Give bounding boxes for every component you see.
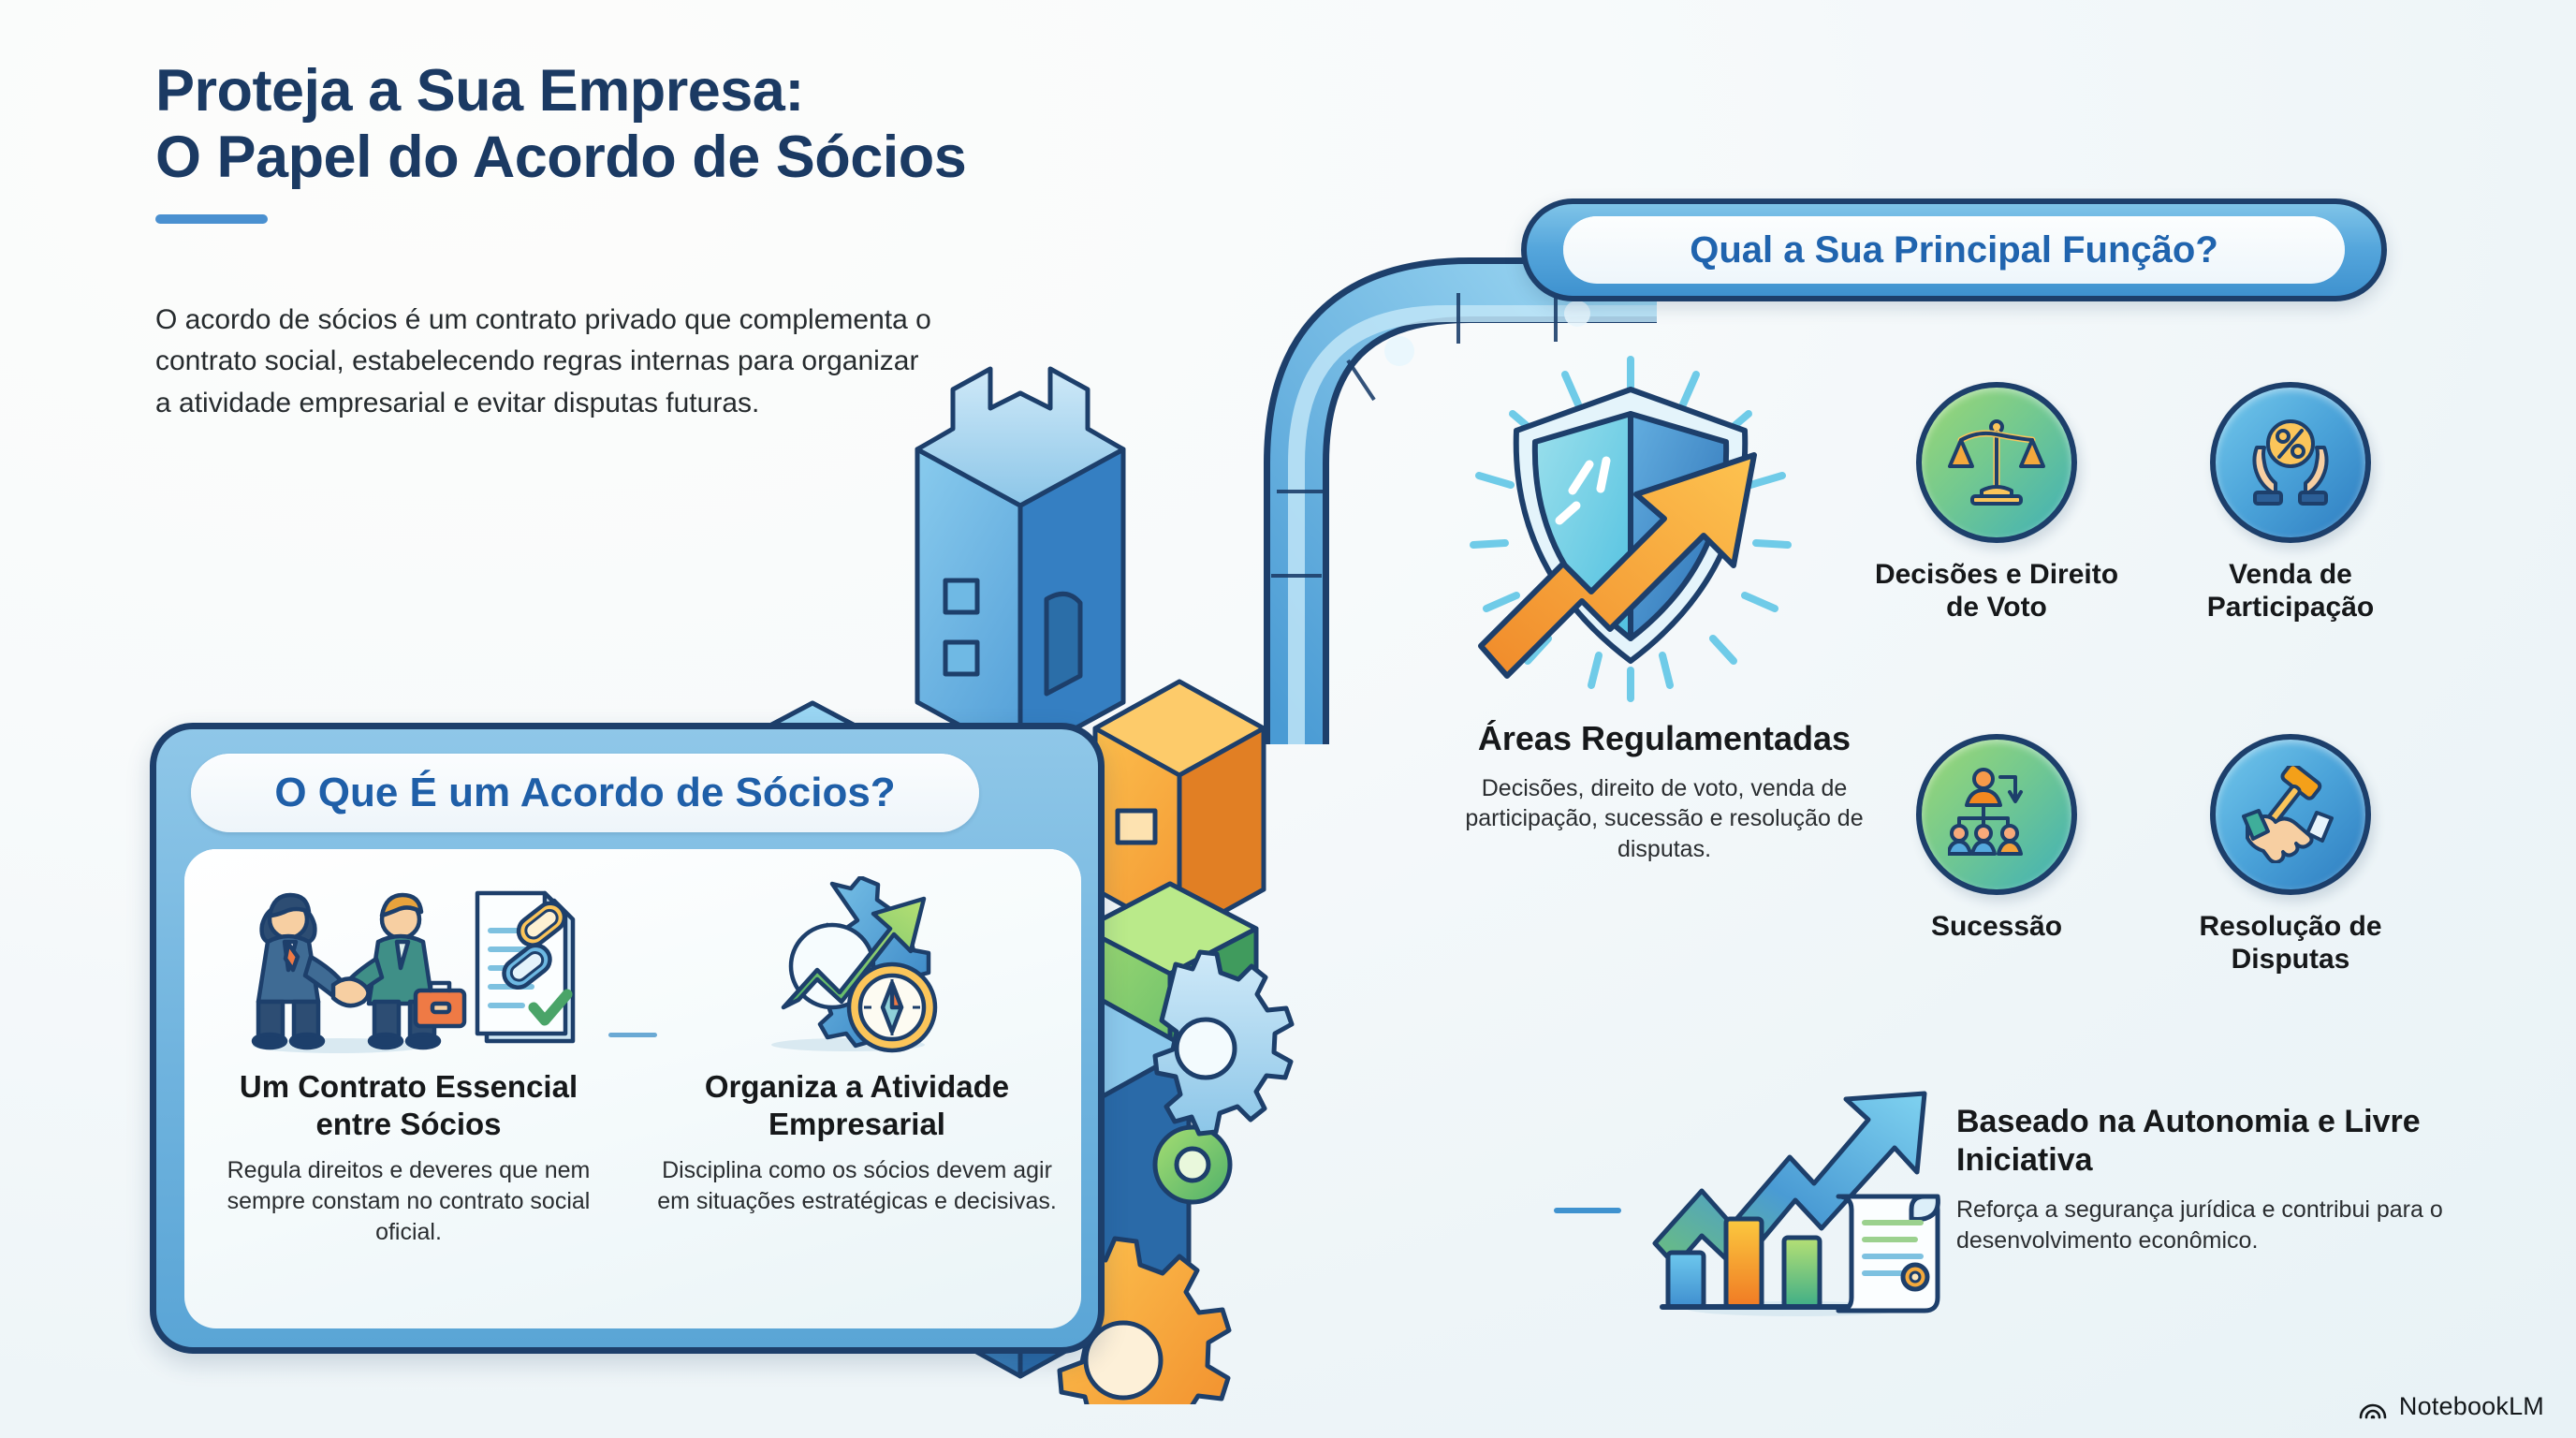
scales-of-justice-icon <box>1916 382 2077 543</box>
function-icon-grid: Decisões e Direito de Voto <box>1863 382 2424 1056</box>
title-underline-rule <box>155 214 268 225</box>
column-divider <box>608 1033 657 1037</box>
shield-feature-body: Decisões, direito de voto, venda de part… <box>1465 774 1864 862</box>
right-panel-header-pill: Qual a Sua Principal Função? <box>1563 216 2345 284</box>
bar-chart-growth-scroll-icon <box>1647 1086 1966 1329</box>
org-chart-succession-icon <box>1916 734 2077 895</box>
card-left-column-2: Organiza a Atividade Empresarial Discipl… <box>633 849 1081 1328</box>
notebooklm-watermark: NotebookLM <box>2358 1392 2544 1421</box>
column-2-heading: Organiza a Atividade Empresarial <box>704 1069 1010 1141</box>
notebooklm-logo-icon <box>2358 1393 2388 1421</box>
icon-label-venda: Venda de Participação <box>2206 559 2375 624</box>
gavel-handshake-icon <box>2210 734 2371 895</box>
card-left-header: O Que É um Acordo de Sócios? <box>191 754 979 832</box>
notebooklm-label: NotebookLM <box>2398 1392 2544 1420</box>
icon-label-decisoes: Decisões e Direito de Voto <box>1874 559 2119 624</box>
shield-feature-text: Áreas Regulamentadas Decisões, direito d… <box>1449 719 1880 864</box>
growth-feature-connector-dash <box>1554 1208 1621 1213</box>
column-2-body: Disciplina como os sócios devem agir em … <box>657 1157 1057 1215</box>
card-o-que-e-um-acordo-de-socios: O Que É um Acordo de Sócios? <box>150 723 1105 1354</box>
card-left-column-1: Um Contrato Essencial entre Sócios Regul… <box>184 849 633 1328</box>
right-panel-header: Qual a Sua Principal Função? <box>1521 198 2387 301</box>
icon-label-sucessao: Sucessão <box>1930 911 2063 942</box>
growth-feature-heading: Baseado na Autonomia e Livre Iniciativa <box>1956 1104 2421 1178</box>
icon-cell-venda-de-participacao[interactable]: Venda de Participação <box>2157 382 2424 704</box>
handshake-document-icon <box>236 873 582 1057</box>
shield-feature-heading: Áreas Regulamentadas <box>1477 719 1852 757</box>
hands-percent-icon <box>2210 382 2371 543</box>
card-left-header-label: O Que É um Acordo de Sócios? <box>274 770 896 815</box>
icon-cell-sucessao[interactable]: Sucessão <box>1863 734 2130 1056</box>
title-line-2: O Papel do Acordo de Sócios <box>155 124 967 190</box>
column-1-body: Regula direitos e deveres que nem sempre… <box>227 1157 591 1246</box>
page-title: Proteja a Sua Empresa: O Papel do Acordo… <box>155 58 1344 225</box>
column-1-heading: Um Contrato Essencial entre Sócios <box>239 1069 578 1141</box>
shield-growth-arrow-icon <box>1423 346 1835 721</box>
icon-cell-resolucao-de-disputas[interactable]: Resolução de Disputas <box>2157 734 2424 1056</box>
card-left-body: Um Contrato Essencial entre Sócios Regul… <box>184 849 1081 1328</box>
gear-compass-growth-icon <box>750 873 965 1057</box>
icon-label-resolucao: Resolução de Disputas <box>2199 911 2382 976</box>
intro-paragraph: O acordo de sócios é um contrato privado… <box>155 304 931 418</box>
right-panel-header-label: Qual a Sua Principal Função? <box>1690 228 2218 271</box>
icon-cell-decisoes-direito-de-voto[interactable]: Decisões e Direito de Voto <box>1863 382 2130 704</box>
growth-feature-body: Reforça a segurança jurídica e contribui… <box>1956 1196 2443 1254</box>
growth-feature-text: Baseado na Autonomia e Livre Iniciativa … <box>1956 1103 2443 1256</box>
title-line-1: Proteja a Sua Empresa: <box>155 58 804 124</box>
connector-arc <box>1208 183 1657 744</box>
